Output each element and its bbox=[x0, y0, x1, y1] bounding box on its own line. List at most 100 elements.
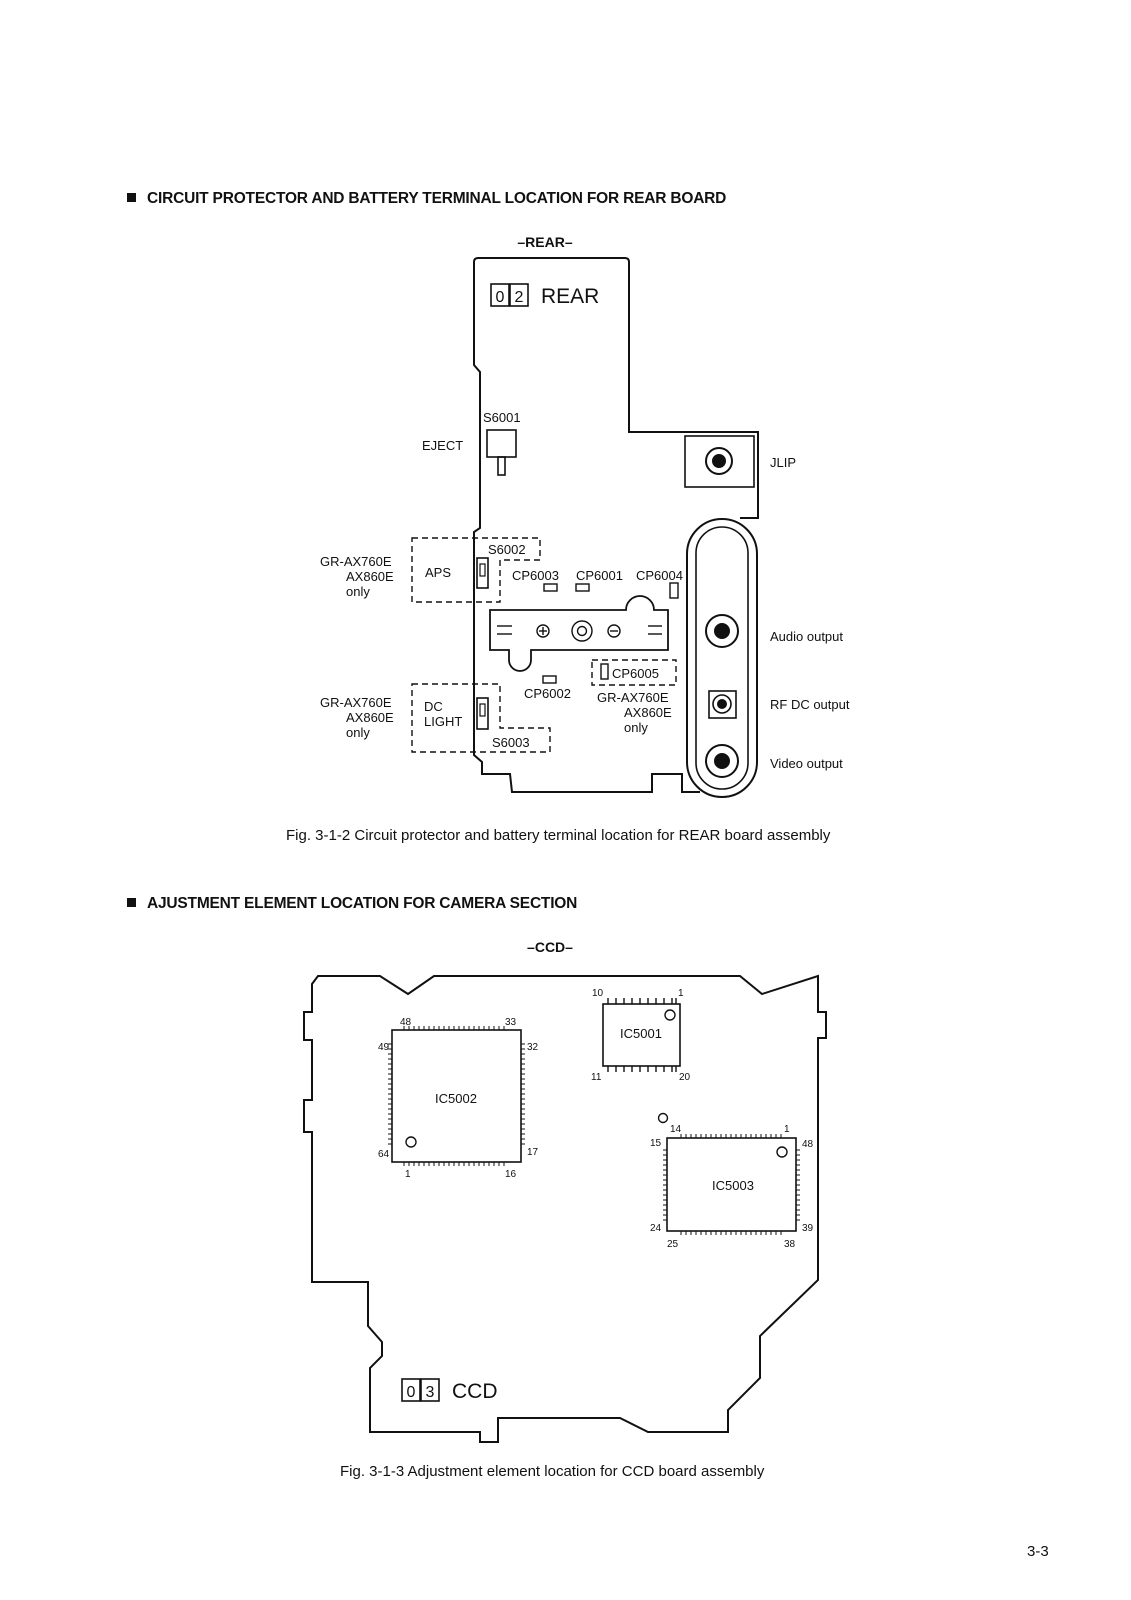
jlip-label: JLIP bbox=[770, 455, 796, 470]
jlip-jack-center bbox=[712, 454, 726, 468]
ic5002-pin-label: 33 bbox=[505, 1017, 517, 1028]
ic5001-pins bbox=[607, 998, 677, 1072]
aps-option-region bbox=[411, 537, 541, 603]
cp6001-label: CP6001 bbox=[576, 568, 623, 583]
ccd-board-heading: –CCD– bbox=[527, 939, 573, 955]
cp6003 bbox=[543, 583, 558, 592]
jlip-connector bbox=[684, 435, 755, 488]
output-jack-housing bbox=[686, 518, 758, 798]
rf-dc-output-jack-center bbox=[717, 699, 727, 709]
ic5002-pins bbox=[388, 1026, 525, 1166]
model-note-dc-light: AX860E bbox=[346, 710, 394, 725]
s6001-actuator bbox=[497, 456, 506, 476]
board-code-digit: 0 bbox=[496, 289, 505, 306]
ccd-board-outline bbox=[303, 974, 827, 1443]
rf-dc-output-jack bbox=[712, 694, 732, 714]
center-terminal-icon bbox=[571, 620, 593, 642]
board-code-box bbox=[401, 1378, 421, 1402]
board-code-digit: 0 bbox=[407, 1384, 416, 1401]
section-title-rear-text: CIRCUIT PROTECTOR AND BATTERY TERMINAL L… bbox=[147, 190, 727, 207]
ic5003-pins bbox=[663, 1134, 800, 1235]
ic5001-label: IC5001 bbox=[620, 1026, 662, 1041]
rear-board-heading: –REAR– bbox=[517, 234, 572, 250]
model-note-dc-light: only bbox=[346, 725, 370, 740]
section-title-rear: CIRCUIT PROTECTOR AND BATTERY TERMINAL L… bbox=[127, 190, 726, 208]
figure-caption-ccd: Fig. 3-1-3 Adjustment element location f… bbox=[340, 1463, 765, 1480]
model-note-aps: only bbox=[346, 584, 370, 599]
ic5002-pin-label: 16 bbox=[505, 1169, 517, 1180]
figure-caption-rear: Fig. 3-1-2 Circuit protector and battery… bbox=[286, 827, 831, 844]
audio-output-label: Audio output bbox=[770, 629, 843, 644]
cp6002 bbox=[542, 675, 557, 684]
ic5003-pin-label: 25 bbox=[667, 1239, 679, 1250]
board-code-digit: 3 bbox=[426, 1384, 435, 1401]
ic5002-pin-label: 32 bbox=[527, 1042, 539, 1053]
ic5001-pin1-marker bbox=[664, 1009, 676, 1021]
jlip-jack bbox=[705, 447, 733, 475]
cp6005-label: CP6005 bbox=[612, 666, 659, 681]
ic5003-label: IC5003 bbox=[712, 1178, 754, 1193]
section-title-ccd-text: AJUSTMENT ELEMENT LOCATION FOR CAMERA SE… bbox=[147, 895, 578, 912]
model-note-dc-light: GR-AX760E bbox=[320, 695, 392, 710]
ic5002-pin-label: 17 bbox=[527, 1147, 539, 1158]
rear-board-name: REAR bbox=[541, 285, 599, 308]
video-output-jack bbox=[705, 744, 739, 778]
cp6002-label: CP6002 bbox=[524, 686, 571, 701]
s6002-slider bbox=[479, 563, 486, 577]
board-code-box bbox=[420, 1378, 440, 1402]
model-note-cp6005: GR-AX760E bbox=[597, 690, 669, 705]
eject-label: EJECT bbox=[422, 438, 463, 453]
ccd-board-name: CCD bbox=[452, 1380, 498, 1403]
ic5003-pin-label: 1 bbox=[784, 1124, 790, 1135]
ic5001-pin-label: 1 bbox=[678, 988, 684, 999]
model-note-cp6005: only bbox=[624, 720, 648, 735]
board-code-box bbox=[509, 283, 529, 307]
bullet-icon bbox=[127, 193, 136, 202]
ic5002-pin-label: 48 bbox=[400, 1017, 412, 1028]
ic5003-pin-label: 14 bbox=[670, 1124, 682, 1135]
model-note-cp6005: AX860E bbox=[624, 705, 672, 720]
s6001-label: S6001 bbox=[483, 410, 521, 425]
ic5001-chip bbox=[602, 1003, 681, 1067]
dc-label: DC bbox=[424, 699, 443, 714]
ccd-board: –CCD– IC5002 48 33 49 32 64 17 1 16 IC50… bbox=[303, 939, 827, 1443]
model-note-aps: AX860E bbox=[346, 569, 394, 584]
ic5003-fiducial bbox=[657, 1112, 669, 1124]
cp6004 bbox=[669, 582, 679, 599]
ic5002-label: IC5002 bbox=[435, 1091, 477, 1106]
board-code-box bbox=[490, 283, 510, 307]
s6003-label: S6003 bbox=[492, 735, 530, 750]
audio-output-jack-center bbox=[714, 623, 730, 639]
ic5003-pin-label: 15 bbox=[650, 1138, 662, 1149]
ic5002-pin-label: 64 bbox=[378, 1149, 390, 1160]
board-code-digit: 2 bbox=[515, 289, 524, 306]
s6002-label: S6002 bbox=[488, 542, 526, 557]
rear-board-outline bbox=[473, 257, 759, 793]
cp6004-label: CP6004 bbox=[636, 568, 683, 583]
aps-label: APS bbox=[425, 565, 451, 580]
ic5003-pin-label: 24 bbox=[650, 1223, 662, 1234]
ic5003-pin-label: 48 bbox=[802, 1139, 814, 1150]
ic5003-pin-label: 39 bbox=[802, 1223, 814, 1234]
cp6005 bbox=[600, 663, 609, 680]
ic5001-pin-label: 10 bbox=[592, 988, 604, 999]
cp6003-label: CP6003 bbox=[512, 568, 559, 583]
page-number: 3-3 bbox=[1027, 1543, 1049, 1560]
ic5001-pin-label: 11 bbox=[591, 1072, 602, 1083]
model-note-aps: GR-AX760E bbox=[320, 554, 392, 569]
ic5003-pin-label: 38 bbox=[784, 1239, 796, 1250]
s6003-slider bbox=[479, 703, 486, 717]
s6002-switch bbox=[476, 557, 489, 589]
section-title-ccd: AJUSTMENT ELEMENT LOCATION FOR CAMERA SE… bbox=[127, 895, 577, 913]
ic5002-chip bbox=[391, 1029, 522, 1163]
s6001-switch bbox=[486, 429, 517, 458]
ic5003-pin1-marker bbox=[776, 1146, 788, 1158]
rf-dc-output-connector bbox=[708, 690, 737, 719]
s6003-switch bbox=[476, 697, 489, 730]
audio-output-jack bbox=[705, 614, 739, 648]
ic5002-pin-label: 1 bbox=[405, 1169, 411, 1180]
video-output-label: Video output bbox=[770, 756, 843, 771]
battery-terminal-block bbox=[489, 595, 669, 672]
dc-light-option-region bbox=[411, 683, 551, 753]
